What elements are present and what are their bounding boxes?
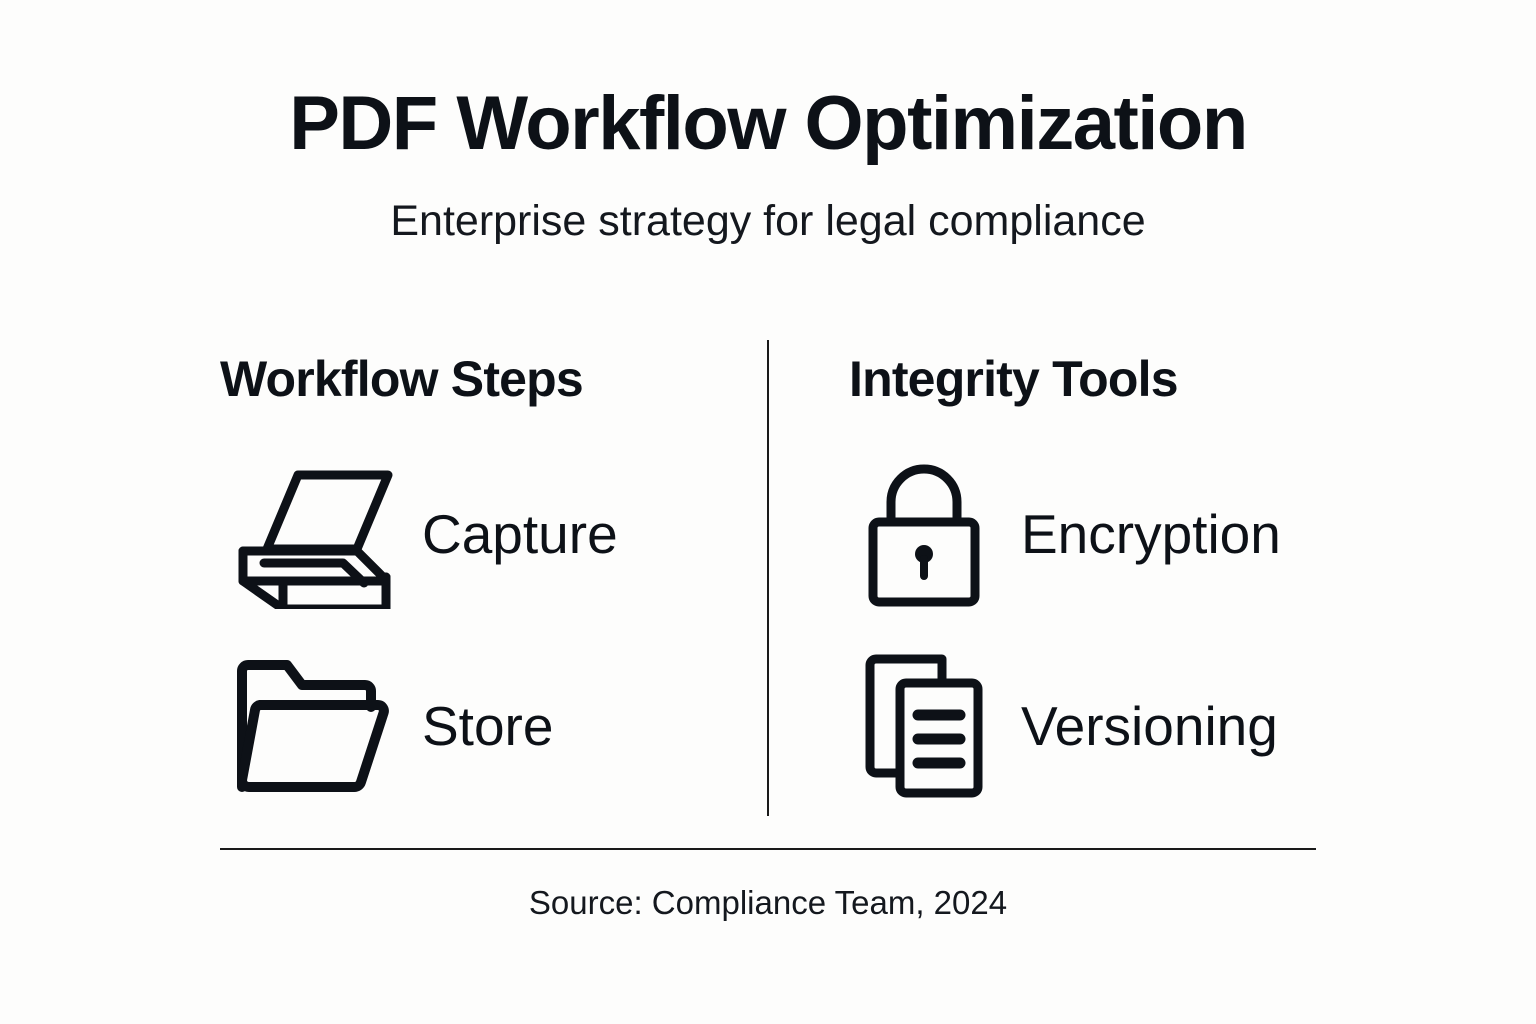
column-divider <box>767 340 769 816</box>
list-item-capture[interactable]: Capture <box>220 462 767 609</box>
folder-open-icon <box>220 654 400 798</box>
item-label-store: Store <box>422 694 554 757</box>
list-item-encryption[interactable]: Encryption <box>849 462 1316 607</box>
item-label-encryption: Encryption <box>1021 502 1281 565</box>
columns-container: Workflow Steps <box>220 338 1316 816</box>
lock-icon <box>849 462 999 607</box>
source-note: Source: Compliance Team, 2024 <box>528 884 1008 921</box>
item-list-integrity-tools: Encryption <box>849 404 1316 798</box>
list-item-store[interactable]: Store <box>220 654 767 798</box>
page-subtitle: Enterprise strategy for legal compliance <box>390 197 1146 245</box>
column-workflow-steps: Workflow Steps <box>220 338 767 816</box>
list-item-versioning[interactable]: Versioning <box>849 654 1316 798</box>
item-label-versioning: Versioning <box>1021 694 1278 757</box>
item-label-capture: Capture <box>422 502 618 565</box>
column-integrity-tools: Integrity Tools Encr <box>767 338 1316 816</box>
column-heading-workflow-steps: Workflow Steps <box>220 351 584 407</box>
footer-divider <box>220 848 1316 850</box>
column-heading-integrity-tools: Integrity Tools <box>849 351 1179 407</box>
page-title: PDF Workflow Optimization <box>289 81 1248 166</box>
documents-copy-icon <box>849 654 999 798</box>
scanner-icon <box>220 462 400 609</box>
item-list-workflow-steps: Capture Store <box>220 404 767 798</box>
header-block: PDF Workflow Optimization Enterprise str… <box>0 86 1536 243</box>
